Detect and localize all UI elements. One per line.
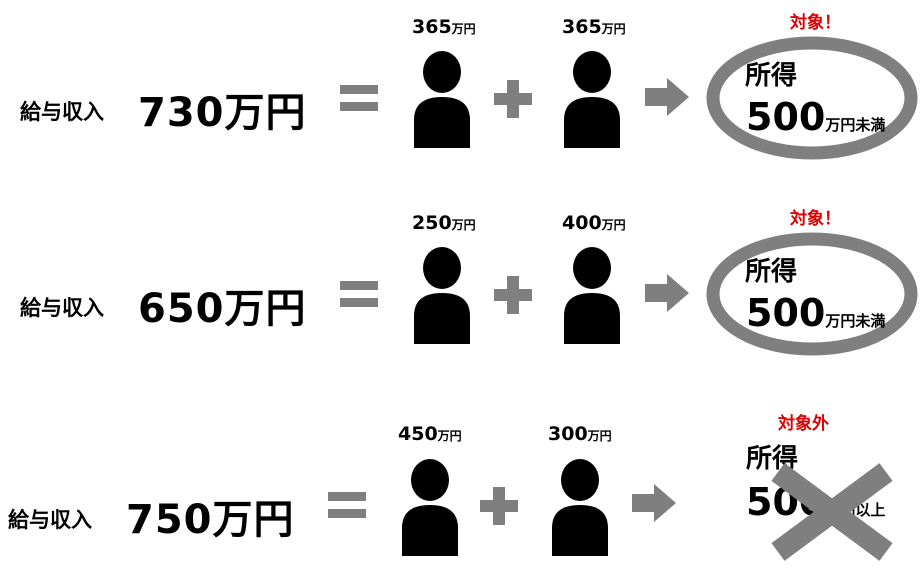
plus-icon (494, 80, 532, 118)
status-label: 対象！ (790, 209, 841, 229)
income-value: 500万円未満 (746, 291, 886, 335)
plus-icon (494, 276, 532, 314)
arrow-right-icon (645, 274, 689, 312)
salary-amount: 650万円 (138, 286, 307, 332)
salary-amount: 750万円 (126, 497, 295, 543)
cross-mark-icon (771, 463, 893, 561)
person1-amount: 250万円 (412, 212, 476, 234)
person-icon (402, 459, 458, 556)
person1-amount: 450万円 (398, 423, 462, 445)
plus-icon (480, 487, 518, 525)
equals-icon (340, 281, 378, 307)
status-label: 対象！ (790, 13, 841, 33)
person2-amount: 300万円 (548, 423, 612, 445)
arrow-right-icon (632, 484, 676, 522)
row-2: 給与収入 650万円 250万円 400万円 対象！ 所得 500万円未満 (0, 196, 922, 376)
person-icon (414, 247, 470, 344)
equals-icon (340, 85, 378, 111)
arrow-right-icon (645, 78, 689, 116)
income-title: 所得 (745, 257, 798, 287)
status-label: 対象外 (778, 414, 829, 434)
salary-label: 給与収入 (20, 100, 104, 124)
salary-label: 給与収入 (8, 508, 92, 532)
person-icon (552, 459, 608, 556)
person-icon (564, 247, 620, 344)
target-circle-icon (706, 232, 918, 356)
salary-label: 給与収入 (20, 296, 104, 320)
person1-amount: 365万円 (412, 16, 476, 38)
person-icon (414, 51, 470, 148)
person2-amount: 365万円 (562, 16, 626, 38)
income-value: 500万円未満 (746, 95, 886, 139)
salary-amount: 730万円 (138, 90, 307, 136)
equals-icon (328, 492, 366, 518)
row-3: 給与収入 750万円 450万円 300万円 対象外 所得 500万円以上 (0, 400, 922, 580)
row-1: 給与収入 730万円 365万円 365万円 対象！ 所得 500万円未満 (0, 0, 922, 180)
income-title: 所得 (745, 61, 798, 91)
person2-amount: 400万円 (562, 212, 626, 234)
target-circle-icon (706, 36, 918, 160)
person-icon (564, 51, 620, 148)
